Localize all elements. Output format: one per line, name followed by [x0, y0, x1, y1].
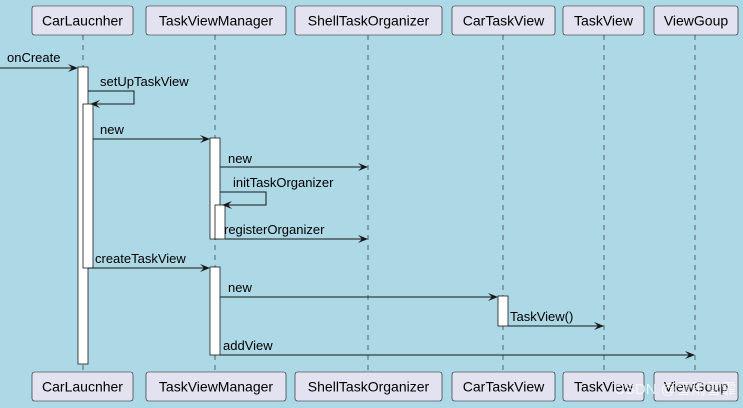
message-label-inittaskorganizer: initTaskOrganizer [233, 175, 334, 190]
participant-viewgoup-top: ViewGoup [653, 5, 739, 36]
arrow-head-new-sto [358, 163, 368, 171]
participant-label: ViewGoup [664, 379, 729, 395]
arrow-head-registerorganizer [358, 235, 368, 243]
message-label-oncreate: onCreate [7, 50, 60, 65]
participant-cartaskview-bottom: CarTaskView [451, 371, 556, 402]
participant-carlauncher-bottom: CarLaucnher [31, 371, 134, 402]
arrow-head-taskview-ctor [594, 322, 604, 330]
participant-label: CarLaucnher [42, 379, 123, 395]
message-label-new-ctv: new [228, 280, 252, 295]
activation-bar-carlauncher [82, 103, 94, 269]
participant-viewgoup-bottom: ViewGoup [653, 371, 739, 402]
participant-label: TaskViewManager [159, 13, 273, 29]
participant-label: ShellTaskOrganizer [308, 13, 430, 29]
arrow-head-setuptaskview [90, 100, 100, 108]
participant-label: TaskView [574, 379, 634, 395]
participant-label: CarTaskView [463, 13, 545, 29]
message-label-registerorganizer: registerOrganizer [224, 222, 325, 237]
participant-label: ViewGoup [664, 13, 729, 29]
activation-bar-taskviewmanager [214, 204, 226, 240]
message-label-taskview-ctor: TaskView() [510, 309, 573, 324]
activation-bar-cartaskview [497, 295, 509, 327]
arrow-head-oncreate [68, 64, 78, 72]
message-label-createtaskview: createTaskView [95, 251, 186, 266]
watermark: CSDN @雪雨雪霏 [614, 381, 736, 398]
participant-label: TaskViewManager [159, 379, 273, 395]
arrow-head-new-tvm [200, 135, 210, 143]
message-label-new-sto: new [228, 151, 252, 166]
participant-label: CarLaucnher [42, 13, 123, 29]
participant-carlauncher-top: CarLaucnher [31, 5, 134, 36]
participant-shelltaskorganizer-bottom: ShellTaskOrganizer [294, 371, 443, 402]
arrow-head-new-ctv [488, 293, 498, 301]
participant-label: TaskView [574, 13, 634, 29]
arrow-head-createtaskview [200, 264, 210, 272]
participant-label: ShellTaskOrganizer [308, 379, 430, 395]
participant-taskviewmanager-top: TaskViewManager [145, 5, 287, 36]
message-label-new-tvm: new [100, 122, 124, 137]
participant-taskviewmanager-bottom: TaskViewManager [145, 371, 287, 402]
message-line-setuptaskview [88, 90, 135, 105]
message-line-inittaskorganizer [220, 191, 267, 206]
arrow-head-inittaskorganizer [222, 201, 232, 209]
message-label-addview: addView [223, 338, 273, 353]
participant-taskview-bottom: TaskView [562, 371, 645, 402]
participant-cartaskview-top: CarTaskView [451, 5, 556, 36]
activation-bar-taskviewmanager [209, 266, 221, 356]
participant-taskview-top: TaskView [562, 5, 645, 36]
message-label-setuptaskview: setUpTaskView [100, 74, 189, 89]
participant-shelltaskorganizer-top: ShellTaskOrganizer [294, 5, 443, 36]
participant-label: CarTaskView [463, 379, 545, 395]
arrow-head-addview [685, 351, 695, 359]
